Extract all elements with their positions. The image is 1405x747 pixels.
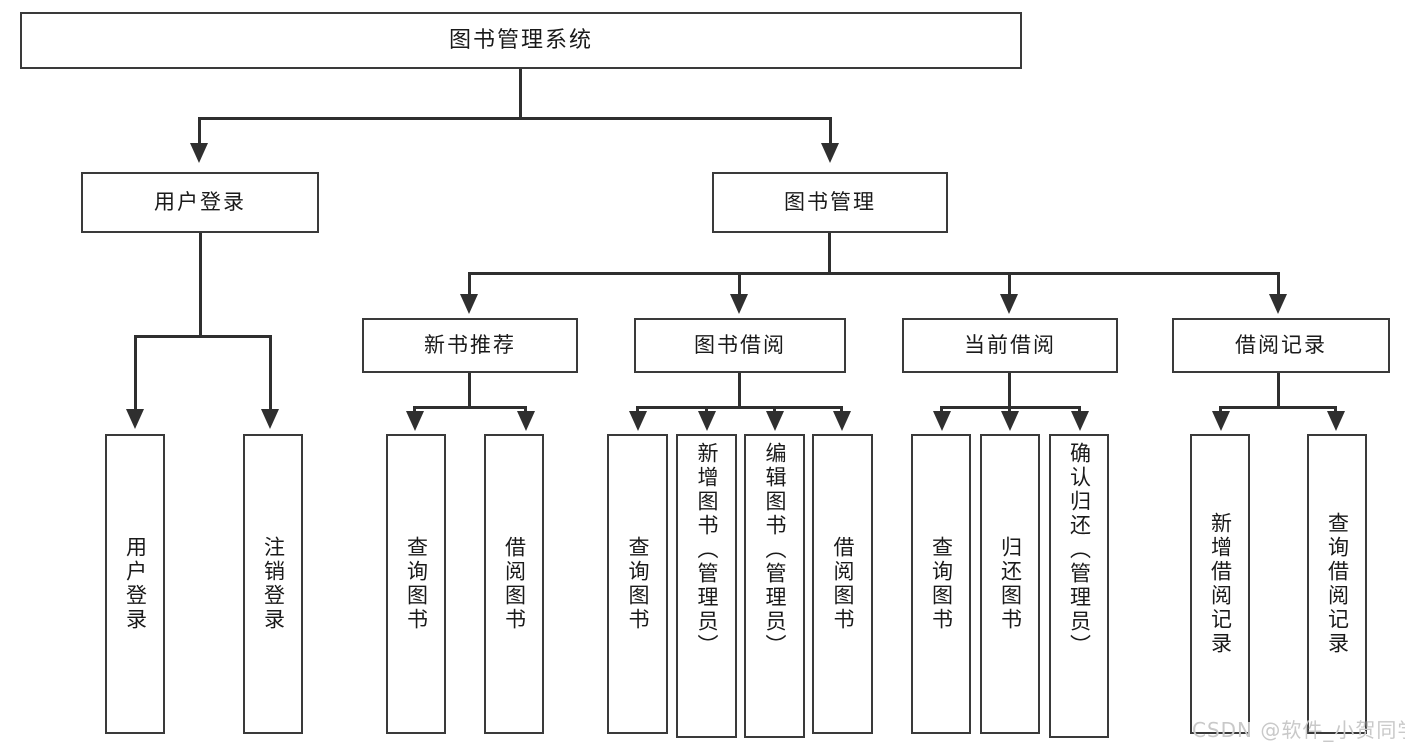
arrowhead-user-login-to-leaf-1 [126, 409, 144, 429]
node-label: 确认归还（管理员） [1067, 442, 1092, 658]
leaf-borrow-record-add-record[interactable]: 新增借阅记录 [1190, 434, 1250, 734]
connector-bm-to-new-book [468, 272, 471, 295]
connector-book-management-bus [468, 272, 1280, 275]
arrowhead-br-to-leaf-2 [1327, 411, 1345, 431]
arrowhead-br-to-leaf-1 [1212, 411, 1230, 431]
node-label: 查询借阅记录 [1325, 512, 1350, 656]
connector-bb-to-leaf-4 [840, 406, 843, 414]
node-label: 图书管理系统 [448, 27, 593, 53]
arrowhead-bb-to-leaf-4 [833, 411, 851, 431]
node-label: 查询图书 [929, 536, 954, 632]
node-label: 新增图书（管理员） [695, 442, 719, 658]
connector-user-login-stem [199, 233, 202, 335]
node-borrow-record[interactable]: 借阅记录 [1172, 318, 1390, 373]
connector-new-book-bus [413, 406, 527, 409]
node-user-login[interactable]: 用户登录 [81, 172, 319, 233]
connector-br-to-leaf-2 [1334, 406, 1337, 414]
leaf-book-borrow-query-book[interactable]: 查询图书 [607, 434, 668, 734]
connector-user-login-to-leaf-2 [269, 335, 272, 410]
watermark-csdn: CSDN @软件_小贺同学 [1192, 718, 1405, 742]
connector-borrow-record-stem [1277, 373, 1280, 408]
arrowhead-bm-to-current-borrow [1000, 294, 1018, 314]
arrowhead-user-login-to-leaf-2 [261, 409, 279, 429]
connector-new-book-to-leaf-2 [524, 406, 527, 414]
node-label: 当前借阅 [964, 333, 1056, 358]
node-label: 查询图书 [404, 536, 429, 632]
connector-book-borrow-bus [636, 406, 842, 409]
arrowhead-cb-to-leaf-1 [933, 411, 951, 431]
connector-user-login-bus [134, 335, 271, 338]
node-label: 编辑图书（管理员） [763, 442, 787, 658]
connector-new-book-to-leaf-1 [413, 406, 416, 414]
node-label: 图书管理 [784, 190, 876, 215]
arrowhead-root-to-book-management [821, 143, 839, 163]
connector-bm-to-borrow-record [1277, 272, 1280, 295]
node-label: 新书推荐 [424, 333, 516, 358]
node-label: 查询图书 [626, 536, 650, 632]
connector-bb-to-leaf-2 [705, 406, 708, 414]
node-root-book-management-system[interactable]: 图书管理系统 [20, 12, 1022, 69]
leaf-book-borrow-borrow-book[interactable]: 借阅图书 [812, 434, 873, 734]
node-label: 用户登录 [154, 190, 246, 215]
arrowhead-bm-to-borrow-record [1269, 294, 1287, 314]
connector-root-bus [198, 117, 832, 120]
connector-bm-to-current-borrow [1008, 272, 1011, 295]
leaf-borrow-record-query-record[interactable]: 查询借阅记录 [1307, 434, 1367, 734]
arrowhead-bm-to-book-borrow [730, 294, 748, 314]
node-book-management[interactable]: 图书管理 [712, 172, 948, 233]
connector-borrow-record-bus [1219, 406, 1337, 409]
arrowhead-new-book-to-leaf-2 [517, 411, 535, 431]
connector-bb-to-leaf-1 [636, 406, 639, 414]
node-label: 借阅图书 [831, 536, 855, 632]
leaf-current-borrow-return-book[interactable]: 归还图书 [980, 434, 1040, 734]
arrowhead-root-to-user-login [190, 143, 208, 163]
arrowhead-bb-to-leaf-2 [698, 411, 716, 431]
leaf-book-borrow-add-book-admin[interactable]: 新增图书（管理员） [676, 434, 737, 738]
leaf-user-login-logout[interactable]: 注销登录 [243, 434, 303, 734]
leaf-book-borrow-edit-book-admin[interactable]: 编辑图书（管理员） [744, 434, 805, 738]
connector-new-book-stem [468, 373, 471, 408]
leaf-new-book-query-book[interactable]: 查询图书 [386, 434, 446, 734]
connector-book-borrow-stem [738, 373, 741, 408]
leaf-current-borrow-confirm-return-admin[interactable]: 确认归还（管理员） [1049, 434, 1109, 738]
node-label: 注销登录 [261, 536, 286, 632]
arrowhead-bb-to-leaf-3 [766, 411, 784, 431]
node-label: 借阅记录 [1235, 333, 1327, 358]
node-label: 图书借阅 [694, 333, 786, 358]
connector-bm-to-book-borrow [738, 272, 741, 295]
arrowhead-bm-to-new-book [460, 294, 478, 314]
node-current-borrow[interactable]: 当前借阅 [902, 318, 1118, 373]
connector-root-stem [519, 69, 522, 117]
connector-book-management-stem [828, 233, 831, 272]
node-label: 借阅图书 [502, 536, 527, 632]
connector-br-to-leaf-1 [1219, 406, 1222, 414]
connector-root-to-book-management [829, 117, 832, 144]
arrowhead-bb-to-leaf-1 [629, 411, 647, 431]
arrowhead-cb-to-leaf-3 [1071, 411, 1089, 431]
leaf-new-book-borrow-book[interactable]: 借阅图书 [484, 434, 544, 734]
connector-root-to-user-login [198, 117, 201, 144]
node-label: 用户登录 [123, 536, 148, 632]
connector-bb-to-leaf-3 [773, 406, 776, 414]
node-label: 归还图书 [998, 536, 1023, 632]
leaf-current-borrow-query-book[interactable]: 查询图书 [911, 434, 971, 734]
leaf-user-login-login[interactable]: 用户登录 [105, 434, 165, 734]
connector-current-borrow-stem [1008, 373, 1011, 408]
arrowhead-cb-to-leaf-2 [1001, 411, 1019, 431]
connector-user-login-to-leaf-1 [134, 335, 137, 410]
connector-cb-to-leaf-3 [1078, 406, 1081, 414]
connector-cb-to-leaf-2 [1008, 406, 1011, 414]
node-new-book-recommend[interactable]: 新书推荐 [362, 318, 578, 373]
connector-cb-to-leaf-1 [940, 406, 943, 414]
node-book-borrow[interactable]: 图书借阅 [634, 318, 846, 373]
arrowhead-new-book-to-leaf-1 [406, 411, 424, 431]
node-label: 新增借阅记录 [1208, 512, 1233, 656]
